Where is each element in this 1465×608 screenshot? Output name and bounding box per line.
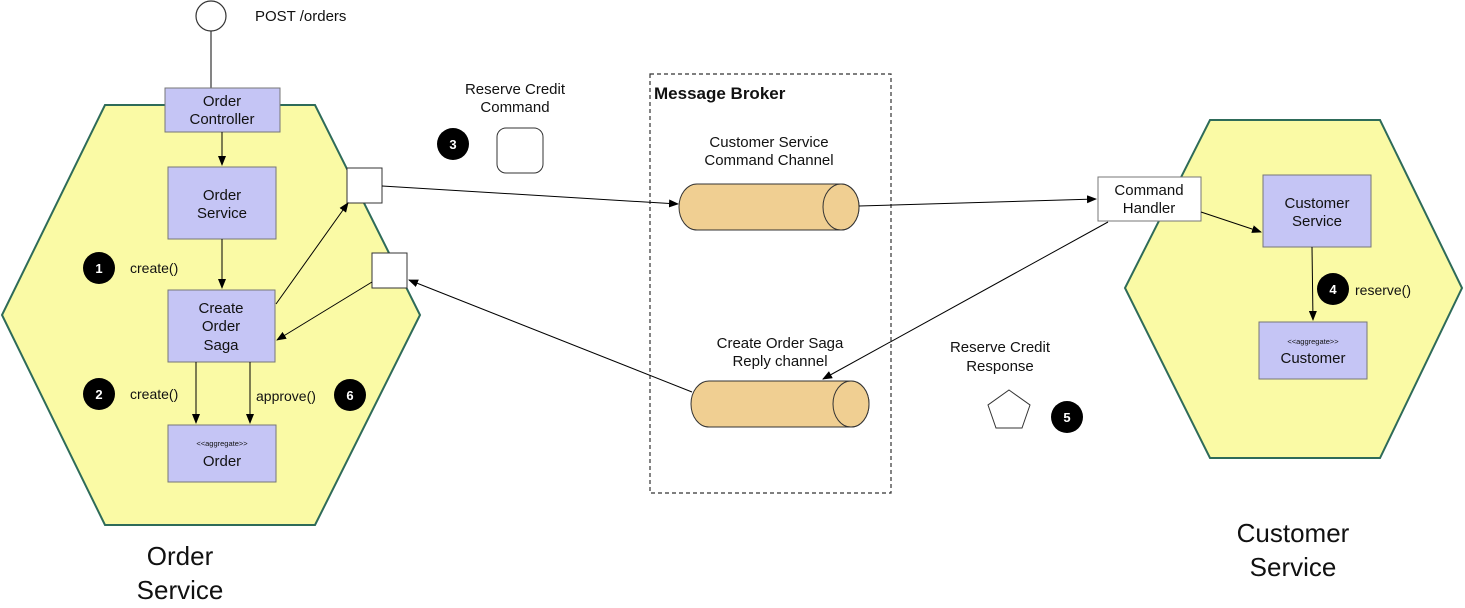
reply-channel-cylinder (690, 380, 870, 428)
endpoint-circle (195, 0, 227, 32)
customer-service-hexagon (1123, 119, 1464, 459)
saga-label-2: Order (202, 318, 240, 335)
arrow-handler-to-reply-channel (822, 221, 1109, 380)
command-handler-label-2: Handler (1123, 200, 1176, 217)
saga-label-1: Create (198, 300, 243, 317)
step-marker-1: 1 (83, 252, 115, 284)
order-service-box-label-2: Service (197, 205, 247, 222)
svg-text:5: 5 (1063, 410, 1070, 425)
order-service-box-label-1: Order (203, 187, 241, 204)
step-reserve-label: reserve() (1355, 282, 1411, 298)
order-controller-label-2: Controller (189, 111, 254, 128)
message-broker-title: Message Broker (654, 84, 786, 103)
step-create-label-1: create() (130, 260, 178, 276)
customer-service-title-line-1: Customer (1237, 518, 1350, 548)
step-create-label-2: create() (130, 386, 178, 402)
customer-service-box-label-1: Customer (1284, 195, 1349, 212)
order-aggregate-stereotype: <<aggregate>> (196, 439, 248, 448)
order-controller-label-1: Order (203, 93, 241, 110)
customer-service-box-label-2: Service (1292, 213, 1342, 230)
step-marker-6: 6 (334, 379, 366, 411)
reserve-credit-command-label-1: Reserve Credit (465, 81, 566, 98)
order-controller-box (164, 87, 281, 133)
customer-aggregate-stereotype: <<aggregate>> (1287, 337, 1339, 346)
reply-channel-label-2: Reply channel (732, 353, 827, 370)
message-broker-boundary (649, 73, 892, 494)
command-channel-cylinder (678, 183, 860, 231)
svg-text:4: 4 (1329, 282, 1337, 297)
command-channel-label-2: Command Channel (704, 152, 833, 169)
arrow-customer-service-reserve (1308, 246, 1317, 321)
svg-text:3: 3 (449, 137, 456, 152)
customer-service-title-line-2: Service (1250, 552, 1337, 582)
order-aggregate-box (167, 424, 277, 483)
step-approve-label: approve() (256, 388, 316, 404)
arrow-reply-port-to-saga (276, 281, 373, 341)
arrow-handler-to-customer-service (1200, 211, 1262, 233)
step-marker-5: 5 (1051, 401, 1083, 433)
order-service-box (167, 166, 277, 240)
svg-text:2: 2 (95, 387, 102, 402)
command-message-icon (496, 127, 544, 174)
step-marker-3: 3 (437, 128, 469, 160)
order-aggregate-name: Order (203, 453, 241, 470)
step-marker-2: 2 (83, 378, 115, 410)
arrow-command-channel-to-handler (858, 195, 1097, 207)
order-service-title-line-1: Order (147, 541, 214, 571)
svg-text:6: 6 (346, 388, 353, 403)
command-channel-label-1: Customer Service (709, 134, 828, 151)
command-handler-label-1: Command (1114, 182, 1183, 199)
reserve-credit-response-label-1: Reserve Credit (950, 339, 1051, 356)
outbound-command-port (346, 167, 383, 204)
customer-aggregate-name: Customer (1280, 350, 1345, 367)
arrow-port-to-command-channel (381, 185, 679, 208)
reply-channel-label-1: Create Order Saga (717, 335, 844, 352)
customer-service-box (1262, 174, 1372, 248)
endpoint-label: POST /orders (255, 8, 346, 25)
customer-aggregate-box (1258, 321, 1368, 380)
step-marker-4: 4 (1317, 273, 1349, 305)
arrow-saga-to-command-port (275, 202, 349, 305)
order-service-title-line-2: Service (137, 575, 224, 605)
arrow-reply-channel-to-port (408, 279, 693, 393)
saga-label-3: Saga (203, 337, 239, 354)
command-handler-box (1097, 176, 1202, 222)
create-order-saga-box (167, 289, 276, 363)
svg-text:1: 1 (95, 261, 102, 276)
inbound-reply-port (371, 252, 408, 289)
reply-message-pentagon-icon (987, 389, 1031, 429)
reserve-credit-command-label-2: Command (480, 99, 549, 116)
reserve-credit-response-label-2: Response (966, 358, 1034, 375)
